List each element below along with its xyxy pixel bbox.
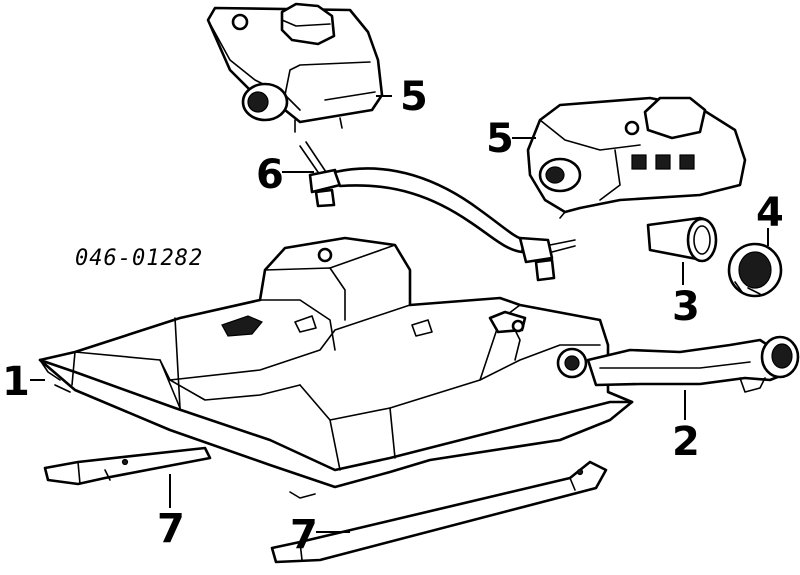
vent-hose: [299, 141, 576, 282]
callout-1: 1: [2, 359, 30, 405]
diagram-part-number: 046-01282: [75, 246, 203, 271]
callout-2: 2: [672, 419, 700, 465]
grommet: [727, 242, 783, 298]
callout-7-left: 7: [157, 506, 185, 552]
callout-5-right: 5: [486, 116, 514, 162]
filler-pipe: [586, 335, 800, 393]
expansion-tank-right: [526, 96, 747, 219]
expansion-tank-upper: [206, 2, 384, 133]
tank-strap-right: [270, 460, 608, 564]
callout-6: 6: [256, 152, 284, 198]
fuel-tank: [38, 236, 634, 499]
tank-strap-left: [43, 446, 212, 486]
callout-5-upper: 5: [400, 74, 428, 120]
callout-3: 3: [672, 284, 700, 330]
callout-7-right: 7: [290, 512, 318, 558]
callout-4: 4: [756, 190, 784, 236]
filler-seal: [646, 216, 718, 263]
